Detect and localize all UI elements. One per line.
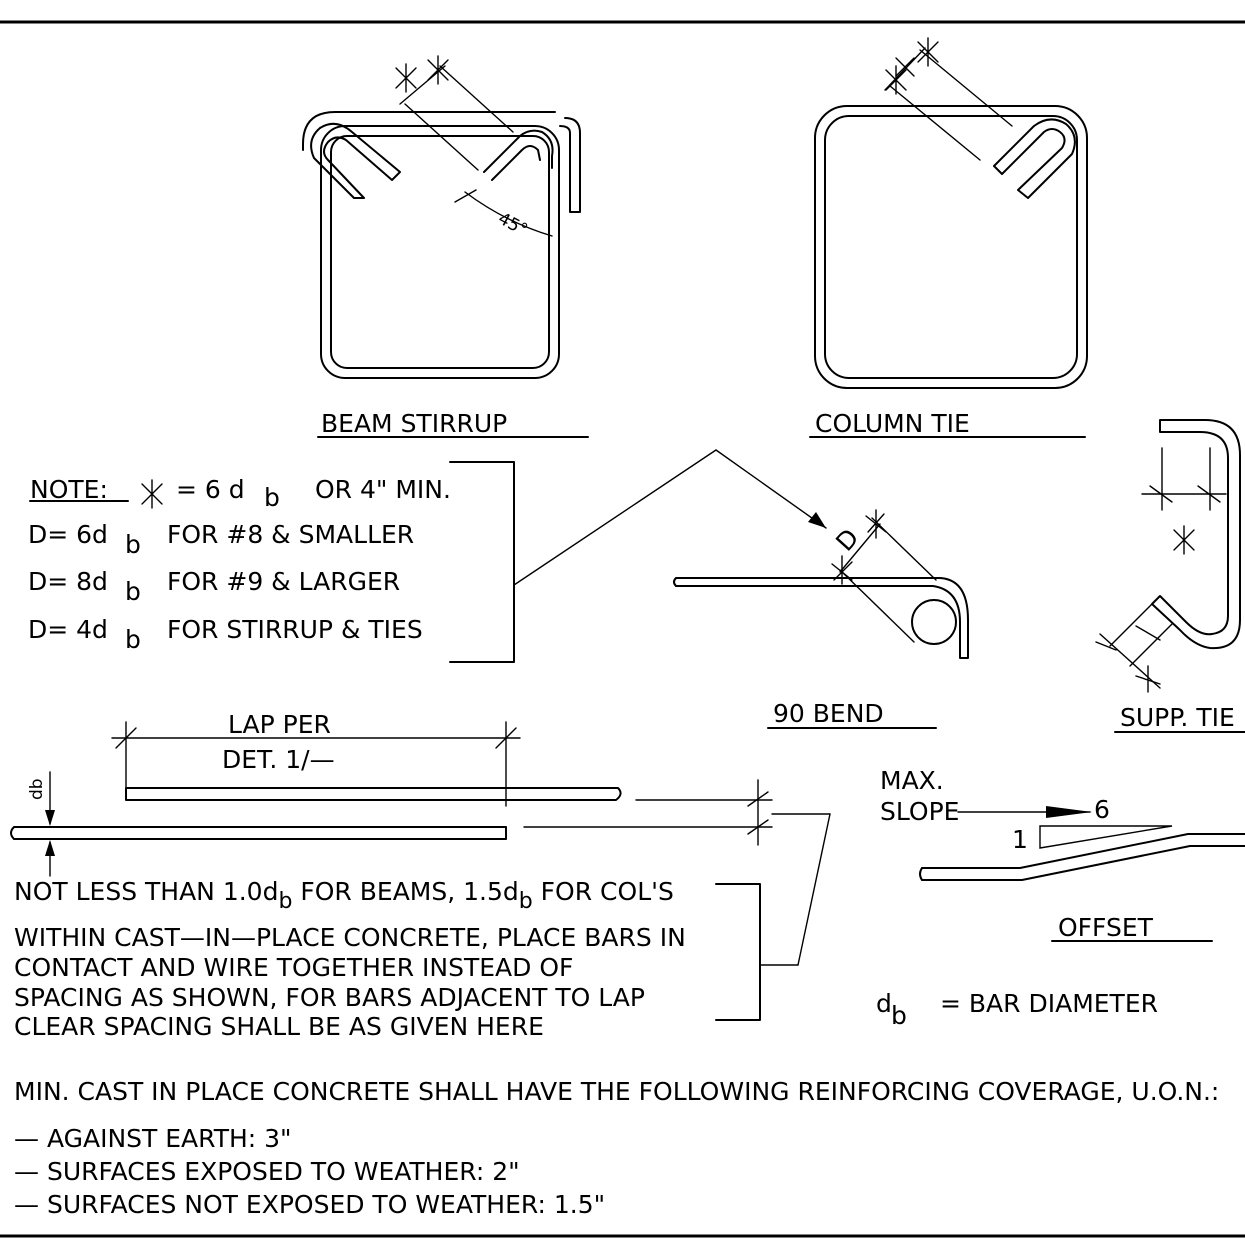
supp-tie-title: SUPP. TIE xyxy=(1120,703,1235,732)
offset-detail: MAX. SLOPE 6 1 xyxy=(880,766,1245,881)
coverage-title: MIN. CAST IN PLACE CONCRETE SHALL HAVE T… xyxy=(14,1077,1219,1106)
angle-45-label: 45° xyxy=(495,209,531,241)
d-row-2-tail: FOR #9 & LARGER xyxy=(167,567,400,596)
beam-stirrup-dimension: 45° xyxy=(395,55,553,241)
contact-line-4: CLEAR SPACING SHALL BE AS GIVEN HERE xyxy=(14,1012,544,1041)
bend-90-shape xyxy=(673,577,969,659)
db-def-sub: b xyxy=(891,1001,907,1030)
coverage-item-2: — SURFACES EXPOSED TO WEATHER: 2" xyxy=(14,1157,520,1186)
supp-tie-shape xyxy=(1151,419,1241,650)
supp-tie-dimension xyxy=(1095,447,1227,693)
bend-90-title: 90 BEND xyxy=(773,699,884,728)
d-row-3-tail: FOR STIRRUP & TIES xyxy=(167,615,423,644)
lap-note-a: NOT LESS THAN 1.0db FOR BEAMS, 1.5db FOR… xyxy=(14,877,674,914)
offset-title: OFFSET xyxy=(1058,913,1154,942)
db-definition: d b = BAR DIAMETER xyxy=(876,989,1158,1030)
lap-spacing-note: NOT LESS THAN 1.0db FOR BEAMS, 1.5db FOR… xyxy=(14,877,674,914)
lap-label-line1: LAP PER xyxy=(228,710,331,739)
d-row-3-lead: D= 4d xyxy=(28,615,108,644)
note-main-tail: OR 4" MIN. xyxy=(315,475,451,504)
coverage-item-3: — SURFACES NOT EXPOSED TO WEATHER: 1.5" xyxy=(14,1190,605,1219)
supp-spacing-icon xyxy=(1173,525,1195,555)
d-row-3-sub: b xyxy=(125,625,141,654)
slope-label: SLOPE xyxy=(880,797,959,826)
db-def-lead: d xyxy=(876,989,892,1018)
d-row-1-tail: FOR #8 & SMALLER xyxy=(167,520,414,549)
column-tie-shape xyxy=(814,105,1088,389)
column-tie-title: COLUMN TIE xyxy=(815,409,970,438)
db-dimension: db xyxy=(27,771,55,877)
contact-line-3: SPACING AS SHOWN, FOR BARS ADJACENT TO L… xyxy=(14,983,645,1012)
db-side-label: db xyxy=(27,778,47,800)
beam-stirrup-shape xyxy=(302,111,581,379)
note-main-sub: b xyxy=(264,483,280,512)
slope-run-label: 6 xyxy=(1094,795,1110,824)
d-row-2-lead: D= 8d xyxy=(28,567,108,596)
d-row-1-lead: D= 6d xyxy=(28,520,108,549)
note-block: NOTE: = 6 d b OR 4" MIN. D= 6d b FOR #8 … xyxy=(28,449,827,663)
contact-line-2: CONTACT AND WIRE TOGETHER INSTEAD OF xyxy=(14,953,573,982)
bend-d-label: D xyxy=(830,523,864,557)
spacing-symbol-icon xyxy=(141,479,163,509)
slope-rise-label: 1 xyxy=(1012,825,1028,854)
bend-90-dimension: D xyxy=(830,509,937,643)
lap-splice: LAP PER DET. 1/— xyxy=(10,710,831,1021)
note-label: NOTE: xyxy=(30,475,108,504)
d-row-2-sub: b xyxy=(125,577,141,606)
note-main: = 6 d xyxy=(176,475,245,504)
db-def-tail: = BAR DIAMETER xyxy=(940,989,1158,1018)
max-label: MAX. xyxy=(880,766,944,795)
d-row-1-sub: b xyxy=(125,530,141,559)
contact-note: WITHIN CAST—IN—PLACE CONCRETE, PLACE BAR… xyxy=(14,923,686,1041)
beam-stirrup-title: BEAM STIRRUP xyxy=(321,409,507,438)
coverage-notes: MIN. CAST IN PLACE CONCRETE SHALL HAVE T… xyxy=(14,1077,1219,1219)
column-tie-dimension xyxy=(884,37,1013,161)
coverage-item-1: — AGAINST EARTH: 3" xyxy=(14,1124,292,1153)
contact-line-1: WITHIN CAST—IN—PLACE CONCRETE, PLACE BAR… xyxy=(14,923,686,952)
lap-label-line2: DET. 1/— xyxy=(222,745,335,774)
